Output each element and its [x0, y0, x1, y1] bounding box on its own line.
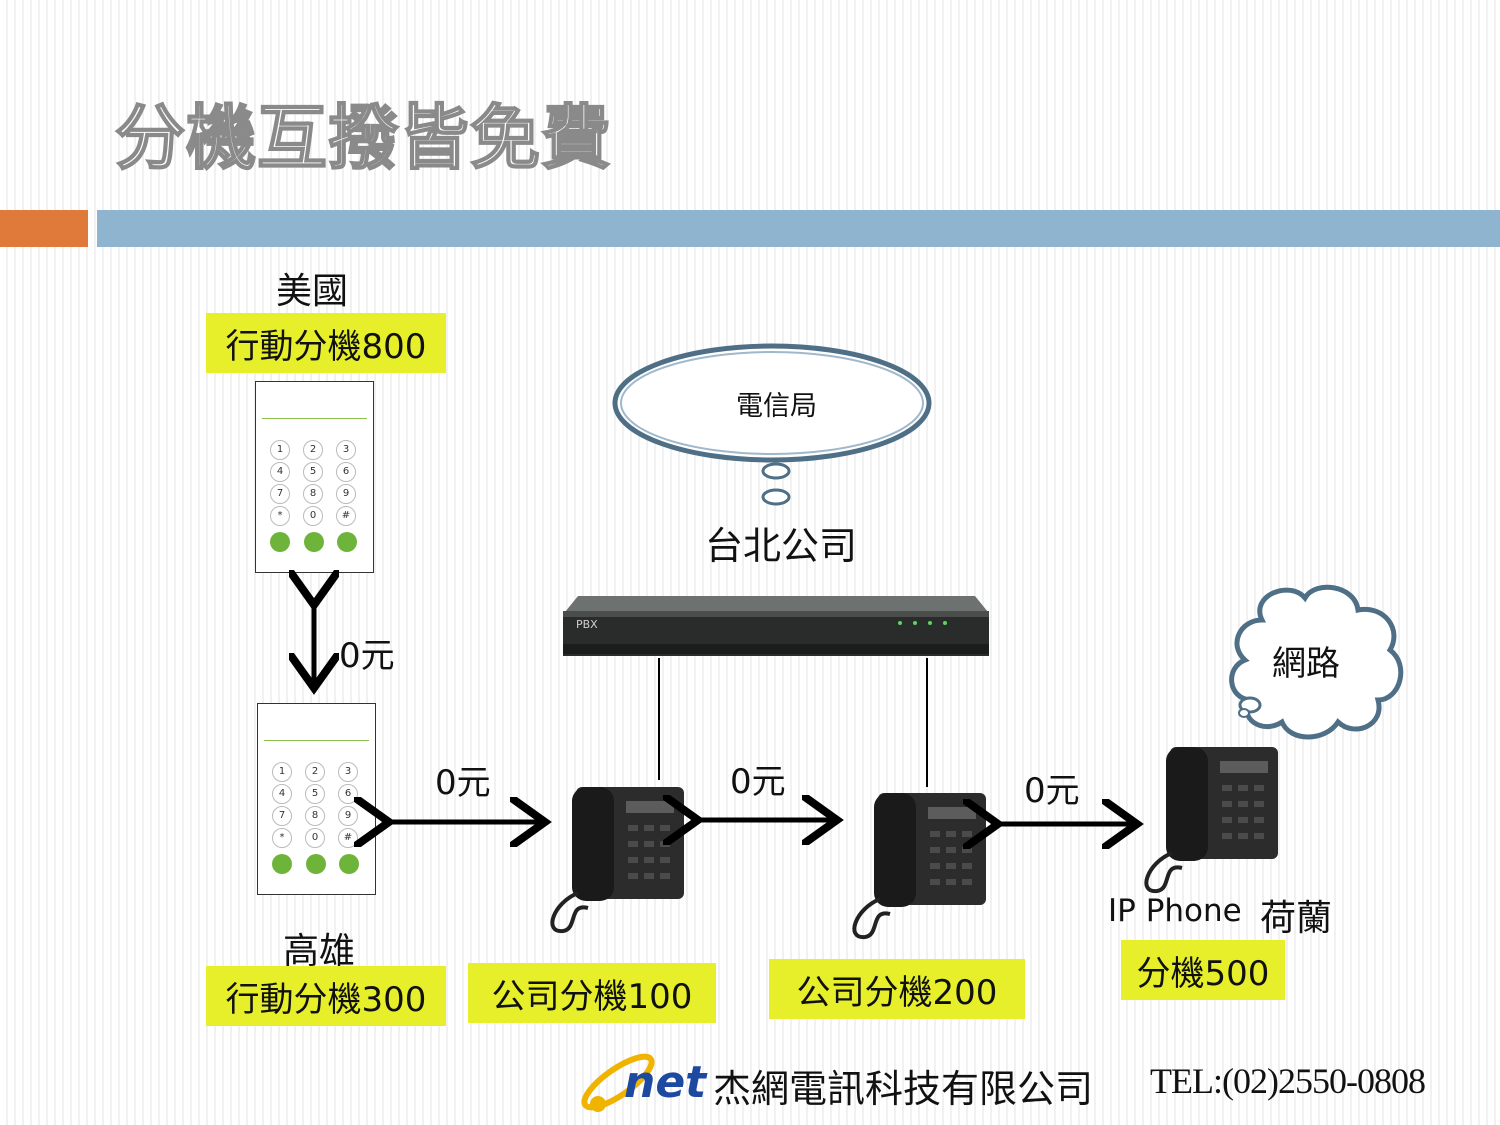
keypad-key: # [336, 506, 356, 526]
keypad-key: * [272, 828, 292, 848]
keypad-key: 6 [336, 462, 356, 482]
accent-bar-blue [97, 210, 1500, 247]
label-ext-500: 分機500 [1121, 940, 1285, 1000]
desk-phone-500 [1144, 747, 1278, 893]
keypad-key: 0 [305, 828, 325, 848]
keypad-key: 1 [270, 440, 290, 460]
screen-line [262, 418, 367, 419]
keypad-key: 7 [270, 484, 290, 504]
label-ext-100: 公司分機100 [468, 963, 716, 1023]
video-key [339, 854, 359, 874]
office-label: 台北公司 [705, 524, 858, 568]
keypad-key: 3 [336, 440, 356, 460]
keypad-key: 5 [303, 462, 323, 482]
company-name: 杰網電訊科技有限公司 [713, 1067, 1094, 1111]
keypad-key: 0 [303, 506, 323, 526]
telecom-cloud [612, 343, 932, 506]
keypad-key: 6 [338, 784, 358, 804]
desk-phone-200 [852, 793, 986, 939]
pbx-device [563, 596, 989, 656]
accent-bar-orange [0, 210, 88, 247]
cost-left: 0元 [435, 763, 491, 803]
location-netherlands: 荷蘭 [1260, 898, 1333, 939]
keypad-key: 8 [305, 806, 325, 826]
keypad-key: 2 [305, 762, 325, 782]
keypad-key: 2 [303, 440, 323, 460]
keypad-key: 1 [272, 762, 292, 782]
call-key [304, 532, 324, 552]
keypad-key: * [270, 506, 290, 526]
voicemail-key [272, 854, 292, 874]
keypad-key: 8 [303, 484, 323, 504]
logo-text: net [624, 1057, 708, 1108]
company-logo [581, 1053, 655, 1112]
keypad-key: 4 [270, 462, 290, 482]
desk-phone-100 [550, 787, 684, 933]
screen-line [264, 740, 369, 741]
keypad-key: 4 [272, 784, 292, 804]
keypad-key: 3 [338, 762, 358, 782]
slide-title: 分機互撥皆免費 [114, 96, 612, 180]
cost-vertical: 0元 [339, 636, 395, 676]
internet-label: 網路 [1272, 644, 1340, 684]
cost-right: 0元 [1024, 771, 1080, 811]
label-mobile-300: 行動分機300 [206, 966, 446, 1026]
keypad-key: 9 [336, 484, 356, 504]
voicemail-key [270, 532, 290, 552]
label-ext-200: 公司分機200 [769, 959, 1025, 1019]
keypad-key: 7 [272, 806, 292, 826]
company-tel: TEL:(02)2550-0808 [1150, 1061, 1426, 1101]
video-key [337, 532, 357, 552]
internet-cloud [1229, 584, 1404, 740]
keypad-key: 5 [305, 784, 325, 804]
label-mobile-800: 行動分機800 [206, 313, 446, 373]
cost-middle: 0元 [730, 762, 786, 802]
pbx-brand-text: PBX [576, 618, 598, 631]
location-usa: 美國 [276, 271, 349, 312]
call-key [306, 854, 326, 874]
ip-phone-type: IP Phone [1108, 893, 1242, 929]
telecom-label: 電信局 [736, 391, 817, 422]
location-kaohsiung: 高雄 [283, 931, 356, 972]
